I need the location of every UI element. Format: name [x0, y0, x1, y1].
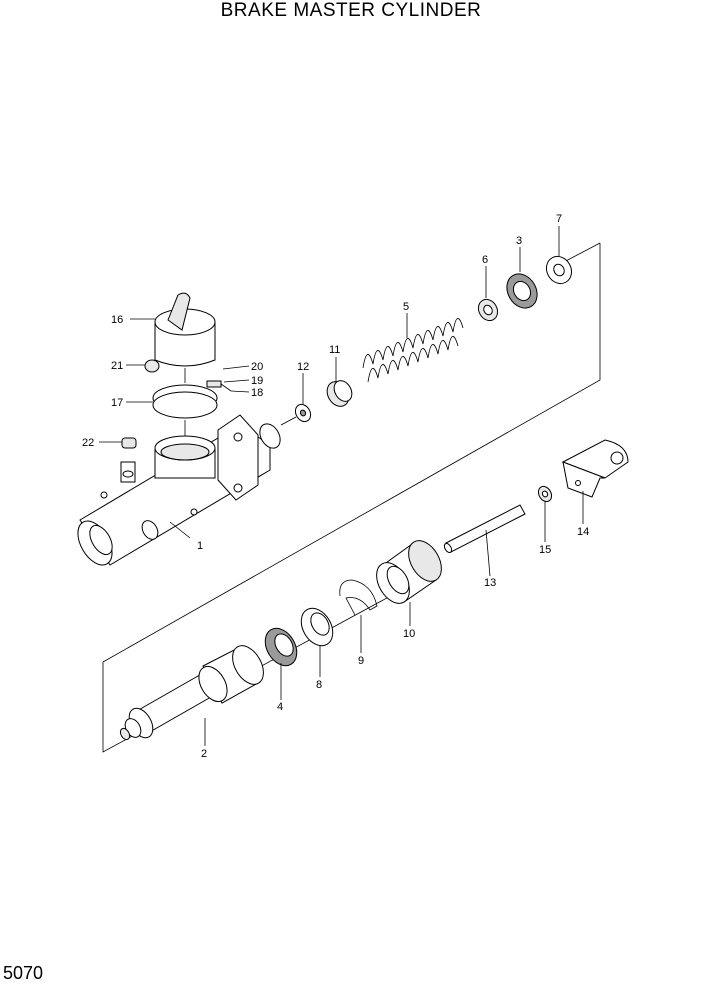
callout-5: 5	[403, 301, 409, 313]
callout-21: 21	[111, 360, 123, 372]
part-16-reservoir	[154, 292, 216, 367]
callout-6: 6	[482, 254, 488, 266]
part-14-clevis	[561, 439, 629, 498]
callout-16: 16	[111, 314, 123, 326]
callout-numbers: 1 2 3 4 5 6 7 8 9 10 11 12 13 14 15 16 1…	[82, 213, 589, 760]
part-21-plug	[144, 359, 160, 373]
page-number: 5070	[3, 963, 44, 983]
part-22-plug	[121, 437, 137, 449]
callout-14: 14	[577, 526, 589, 538]
callout-10: 10	[403, 628, 415, 640]
callout-13: 13	[484, 577, 496, 589]
part-13-pushrod	[443, 504, 526, 554]
callout-11: 11	[329, 344, 340, 356]
callout-4: 4	[277, 701, 283, 713]
callout-19: 19	[251, 375, 263, 387]
part-9-snap-ring	[339, 579, 378, 616]
callout-9: 9	[358, 655, 364, 667]
callout-18: 18	[251, 387, 263, 399]
part-3-seal	[506, 273, 538, 309]
callout-7: 7	[556, 213, 562, 225]
part-8-washer	[300, 607, 334, 647]
part-1-cylinder-body	[77, 414, 281, 566]
part-11-cup	[326, 380, 353, 407]
callout-20: 20	[251, 361, 263, 373]
callout-22: 22	[82, 437, 94, 449]
part-15-nut	[537, 485, 553, 503]
part-10-boot	[376, 540, 442, 604]
part-4-seal	[264, 627, 298, 667]
part-18-20-screw	[206, 380, 232, 392]
diagram-title: BRAKE MASTER CYLINDER	[220, 0, 482, 21]
part-2-piston	[119, 645, 264, 741]
part-7-washer	[545, 255, 573, 285]
callout-15: 15	[539, 544, 551, 556]
callout-3: 3	[516, 235, 522, 247]
callout-17: 17	[111, 397, 123, 409]
part-6-ring	[477, 298, 499, 322]
callout-8: 8	[316, 679, 322, 691]
callout-12: 12	[297, 361, 309, 373]
part-17-clamp	[152, 384, 218, 419]
callout-1: 1	[197, 540, 203, 552]
part-5-spring	[362, 318, 464, 383]
leader-lines	[99, 226, 584, 746]
part-12-washer	[294, 403, 312, 423]
callout-2: 2	[201, 748, 207, 760]
